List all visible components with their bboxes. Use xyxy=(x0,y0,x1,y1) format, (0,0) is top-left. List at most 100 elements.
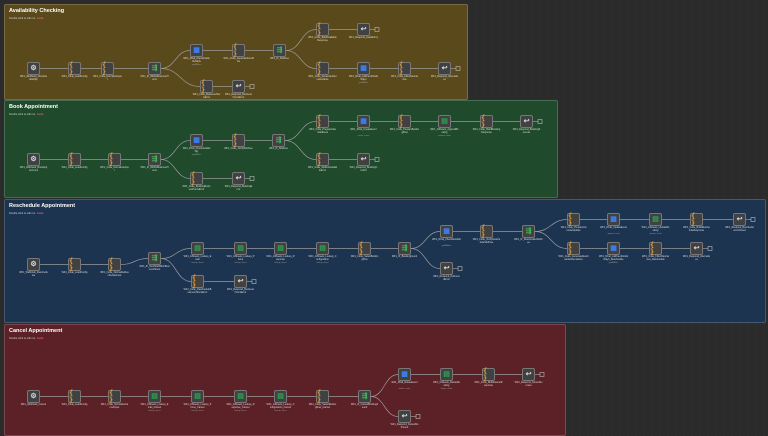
workflow-node[interactable]: ↩ xyxy=(232,80,245,93)
workflow-node[interactable]: ▤ xyxy=(191,390,204,403)
code-icon: { } xyxy=(69,151,74,167)
sheet-icon: ▤ xyxy=(151,393,158,400)
workflow-node[interactable]: ▦ xyxy=(398,368,411,381)
workflow-node[interactable]: ▤ xyxy=(191,242,204,255)
workflow-node[interactable]: ⇶ xyxy=(273,44,286,57)
workflow-node[interactable]: { } xyxy=(480,114,493,128)
respond-icon: ↩ xyxy=(441,65,448,72)
workflow-node[interactable]: ↩ xyxy=(520,115,533,128)
workflow-node[interactable]: ▦ xyxy=(440,225,453,238)
workflow-node[interactable]: ↩ xyxy=(398,410,411,423)
workflow-node[interactable]: ⚙ xyxy=(27,62,40,75)
workflow-node[interactable]: { } xyxy=(316,22,329,36)
workflow-node[interactable]: { } xyxy=(690,212,703,226)
group-book-appointment[interactable]: Book Appointment Double-click to edit me… xyxy=(4,100,558,198)
workflow-node[interactable]: ↩ xyxy=(733,213,746,226)
node-label: WF1_Respond_Alternativ es xyxy=(682,255,711,261)
add-node-handle[interactable] xyxy=(249,176,255,181)
workflow-node[interactable]: { } xyxy=(232,133,245,147)
workflow-node[interactable]: ▤ xyxy=(234,390,247,403)
workflow-node[interactable]: ⇶ xyxy=(522,225,535,238)
workflow-node[interactable]: { } xyxy=(398,61,411,75)
workflow-node[interactable]: ⇶ xyxy=(148,153,161,166)
workflow-node[interactable]: { } xyxy=(316,152,329,166)
workflow-node[interactable]: ⇶ xyxy=(148,62,161,75)
workflow-node[interactable]: ⇶ xyxy=(148,252,161,265)
workflow-node[interactable]: { } xyxy=(482,367,495,381)
workflow-node[interactable]: { } xyxy=(567,241,580,255)
workflow-node[interactable]: { } xyxy=(101,61,114,75)
add-node-handle[interactable] xyxy=(374,157,380,162)
node-label: WF1_GSheets_Lookup_E mail xyxy=(183,255,212,261)
workflow-node[interactable]: { } xyxy=(316,389,329,403)
workflow-node[interactable]: { } xyxy=(316,114,329,128)
workflow-node[interactable]: ↩ xyxy=(690,242,703,255)
add-node-handle[interactable] xyxy=(455,66,461,71)
add-node-handle[interactable] xyxy=(249,84,255,89)
workflow-node[interactable]: ↩ xyxy=(232,172,245,185)
workflow-node[interactable]: ▤ xyxy=(649,213,662,226)
workflow-node[interactable]: { } xyxy=(108,152,121,166)
workflow-node[interactable]: { } xyxy=(316,61,329,75)
add-node-handle[interactable] xyxy=(537,119,543,124)
add-node-handle[interactable] xyxy=(707,246,713,251)
workflow-node[interactable]: ▤ xyxy=(274,242,287,255)
workflow-node[interactable]: ▤ xyxy=(438,115,451,128)
workflow-node[interactable]: ▤ xyxy=(234,242,247,255)
node-label: WF1_Code_RescheduleB usinessHoursError xyxy=(183,288,212,294)
workflow-node[interactable]: ▤ xyxy=(440,368,453,381)
workflow-node[interactable]: { } xyxy=(398,114,411,128)
workflow-node[interactable]: ⇶ xyxy=(272,134,285,147)
workflow-node[interactable]: { } xyxy=(68,257,81,271)
node-label: WF1_Code_BuildAvailable Response xyxy=(308,36,337,42)
workflow-node[interactable]: { } xyxy=(649,241,662,255)
workflow-node[interactable]: ↩ xyxy=(234,275,247,288)
workflow-node[interactable]: { } xyxy=(108,389,121,403)
workflow-node[interactable]: ↩ xyxy=(357,153,370,166)
workflow-node[interactable]: ▦ xyxy=(607,213,620,226)
add-node-handle[interactable] xyxy=(539,372,545,377)
workflow-node[interactable]: ▦ xyxy=(190,134,203,147)
add-node-handle[interactable] xyxy=(457,266,463,271)
workflow-node[interactable]: { } xyxy=(190,171,203,185)
workflow-node[interactable]: ⇶ xyxy=(358,390,371,403)
workflow-node[interactable]: ▤ xyxy=(316,242,329,255)
node-label: WF1_DCal_CreateEvent xyxy=(350,128,377,131)
workflow-node[interactable]: { } xyxy=(68,151,81,167)
add-node-handle[interactable] xyxy=(374,27,380,32)
workflow-node[interactable]: { } xyxy=(480,224,493,238)
workflow-node[interactable]: { } xyxy=(200,79,213,93)
workflow-node[interactable]: ▦ xyxy=(190,44,203,57)
add-node-handle[interactable] xyxy=(251,279,257,284)
workflow-node[interactable]: ⚙ xyxy=(27,258,40,271)
group-cancel-appointment[interactable]: Cancel Appointment Double-click to edit … xyxy=(4,324,566,436)
workflow-node[interactable]: { } xyxy=(68,61,81,75)
node-label: WF1_IF_SlotFree xyxy=(269,147,288,150)
workflow-node[interactable]: { } xyxy=(68,389,81,403)
node-label: WF1_Code_NormalizeInpu t xyxy=(100,166,129,172)
node-subtitle: lookup: sheet xyxy=(148,410,161,412)
workflow-node[interactable]: ⇶ xyxy=(398,242,411,255)
workflow-node[interactable]: ↩ xyxy=(357,23,370,36)
workflow-node[interactable]: ↩ xyxy=(522,368,535,381)
workflow-node[interactable]: ▤ xyxy=(148,390,161,403)
add-node-handle[interactable] xyxy=(750,217,756,222)
workflow-node[interactable]: { } xyxy=(108,257,121,271)
workflow-node[interactable]: ▦ xyxy=(607,242,620,255)
workflow-node[interactable]: ▤ xyxy=(274,390,287,403)
add-node-handle[interactable] xyxy=(415,414,421,419)
workflow-node[interactable]: { } xyxy=(232,43,245,57)
workflow-node[interactable]: ⚙ xyxy=(27,390,40,403)
webhook-icon: ⚙ xyxy=(30,393,37,400)
workflow-node[interactable]: ⚙ xyxy=(27,153,40,166)
workflow-node[interactable]: ↩ xyxy=(438,62,451,75)
if-branch-icon: ⇶ xyxy=(361,393,368,400)
workflow-node[interactable]: ▦ xyxy=(357,62,370,75)
workflow-node[interactable]: { } xyxy=(358,241,371,255)
workflow-node[interactable]: ↩ xyxy=(440,262,453,275)
workflow-node[interactable]: { } xyxy=(567,212,580,226)
workflow-node[interactable]: ▦ xyxy=(357,115,370,128)
node-subtitle: delete: event xyxy=(398,388,411,390)
workflow-node[interactable]: { } xyxy=(191,274,204,288)
